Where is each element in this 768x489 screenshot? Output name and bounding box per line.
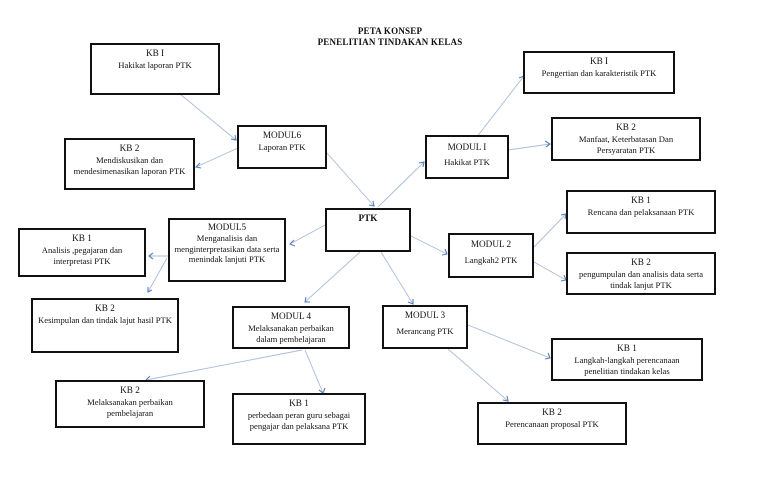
- node-body: perbedaan peran guru sebagai pengajar da…: [247, 409, 351, 432]
- node-heading: KB 1: [72, 233, 92, 243]
- edge-ptk-to-modul4: [304, 251, 361, 303]
- node-heading: KB 2: [95, 303, 115, 313]
- node-heading: MODUL5: [207, 222, 247, 232]
- node-heading: KB 2: [631, 257, 651, 267]
- edge-modul6-kb1-to-modul6: [179, 93, 237, 141]
- node-body: Langkah2 PTK: [464, 254, 518, 265]
- diagram-title: PETA KONSEP PENELITIAN TINDAKAN KELAS: [280, 26, 500, 48]
- edge-modul2-to-modul2-kb2: [533, 261, 567, 282]
- node-modul2-kb2: KB 2 pengumpulan dan analisis data serta…: [566, 252, 716, 295]
- node-heading: MODUL 4: [270, 311, 312, 321]
- node-heading: KB 1: [289, 398, 309, 408]
- node-body: Hakikat laporan PTK: [118, 59, 192, 70]
- edge-modul5-to-modul5-kb1: [148, 252, 168, 260]
- node-heading: KB 2: [616, 122, 636, 132]
- edge-modul1-to-modul1-kb2: [507, 140, 551, 151]
- node-modul6: MODUL6 Laporan PTK: [237, 125, 327, 169]
- node-modul5-kb1: KB 1 Analisis ,pegajaran dan interpretas…: [18, 228, 146, 277]
- node-heading: KB 1: [617, 343, 637, 353]
- node-modul1-kb1: KB I Pengertian dan karakteristik PTK: [523, 51, 675, 94]
- node-ptk: PTK: [325, 208, 411, 252]
- node-body: Mendiskusikan dan mendesimenasikan lapor…: [73, 154, 186, 177]
- title-line-2: PENELITIAN TINDAKAN KELAS: [317, 37, 463, 47]
- node-heading: KB I: [145, 48, 165, 58]
- node-body: Rencana dan pelaksanaan PTK: [587, 206, 695, 217]
- node-body: pengumpulan dan analisis data serta tind…: [578, 268, 704, 291]
- edge-modul6-to-ptk: [325, 151, 375, 207]
- node-modul3: MODUL 3 Merancang PTK: [382, 305, 468, 349]
- node-heading: KB 2: [120, 385, 140, 395]
- node-body: Manfaat, Keterbatasan Dan Persyaratan PT…: [578, 133, 674, 156]
- node-body: Langkah-langkah perencanaan penelitian t…: [574, 354, 680, 377]
- node-body: Merancang PTK: [396, 325, 454, 336]
- node-modul4-kb2: KB 2 Melaksanakan perbaikan pembelajaran: [55, 380, 205, 428]
- node-heading: KB 1: [631, 195, 651, 205]
- node-body: Kesimpulan dan tindak lajut hasil PTK: [38, 314, 172, 325]
- node-body: Laporan PTK: [258, 141, 306, 152]
- edge-ptk-to-modul5: [289, 224, 326, 247]
- node-modul4: MODUL 4 Melaksanakan perbaikan dalam pem…: [232, 306, 350, 349]
- node-modul3-kb2: KB 2 Perencanaan proposal PTK: [477, 402, 627, 445]
- node-modul1: MODUL I Hakikat PTK: [425, 135, 509, 179]
- node-modul2-kb1: KB 1 Rencana dan pelaksanaan PTK: [566, 190, 716, 234]
- node-body: Pengertian dan karakteristik PTK: [541, 67, 657, 78]
- edge-modul6-to-modul6-kb2: [194, 147, 239, 169]
- edge-modul1-to-modul1-kb1: [475, 75, 525, 139]
- edge-modul4-to-modul4-kb2: [145, 349, 303, 383]
- node-modul2: MODUL 2 Langkah2 PTK: [448, 233, 534, 278]
- node-body: Menganalisis dan menginterpretasikan dat…: [174, 232, 280, 265]
- node-heading: MODUL6: [262, 130, 302, 140]
- node-body: Melaksanakan perbaikan pembelajaran: [87, 396, 173, 419]
- node-modul6-kb1: KB I Hakikat laporan PTK: [90, 43, 220, 95]
- edge-modul2-to-modul2-kb1: [533, 213, 567, 248]
- node-body: Hakikat PTK: [444, 156, 490, 167]
- title-line-1: PETA KONSEP: [357, 26, 423, 36]
- node-heading: KB 2: [542, 407, 562, 417]
- edge-ptk-to-modul2: [410, 235, 448, 256]
- edge-ptk-to-modul3: [380, 251, 414, 305]
- node-heading: MODUL I: [447, 142, 487, 152]
- node-heading: KB 2: [119, 143, 140, 153]
- node-modul4-kb1: KB 1 perbedaan peran guru sebagai pengaj…: [232, 393, 366, 445]
- node-modul5-kb2: KB 2 Kesimpulan dan tindak lajut hasil P…: [31, 298, 179, 353]
- node-heading: MODUL 2: [470, 239, 512, 249]
- node-modul1-kb2: KB 2 Manfaat, Keterbatasan Dan Persyarat…: [551, 117, 701, 161]
- node-body: Melaksanakan perbaikan dalam pembelajara…: [248, 322, 334, 345]
- node-body: Analisis ,pegajaran dan interpretasi PTK: [41, 244, 123, 267]
- edge-modul3-to-modul3-kb2: [447, 348, 509, 402]
- node-modul3-kb1: KB 1 Langkah-langkah perencanaan penelit…: [551, 338, 703, 381]
- edge-ptk-to-modul1: [377, 161, 425, 208]
- node-heading: PTK: [358, 213, 378, 223]
- node-modul6-kb2: KB 2 Mendiskusikan dan mendesimenasikan …: [64, 138, 195, 190]
- edge-modul5-to-modul5-kb2: [147, 257, 168, 293]
- node-heading: KB I: [589, 56, 609, 66]
- node-heading: MODUL 3: [404, 310, 446, 320]
- node-body: Perencanaan proposal PTK: [505, 418, 599, 429]
- edge-modul3-to-modul3-kb1: [467, 324, 551, 360]
- node-modul5: MODUL5 Menganalisis dan menginterpretasi…: [168, 218, 286, 282]
- edge-modul4-to-modul4-kb1: [304, 349, 326, 394]
